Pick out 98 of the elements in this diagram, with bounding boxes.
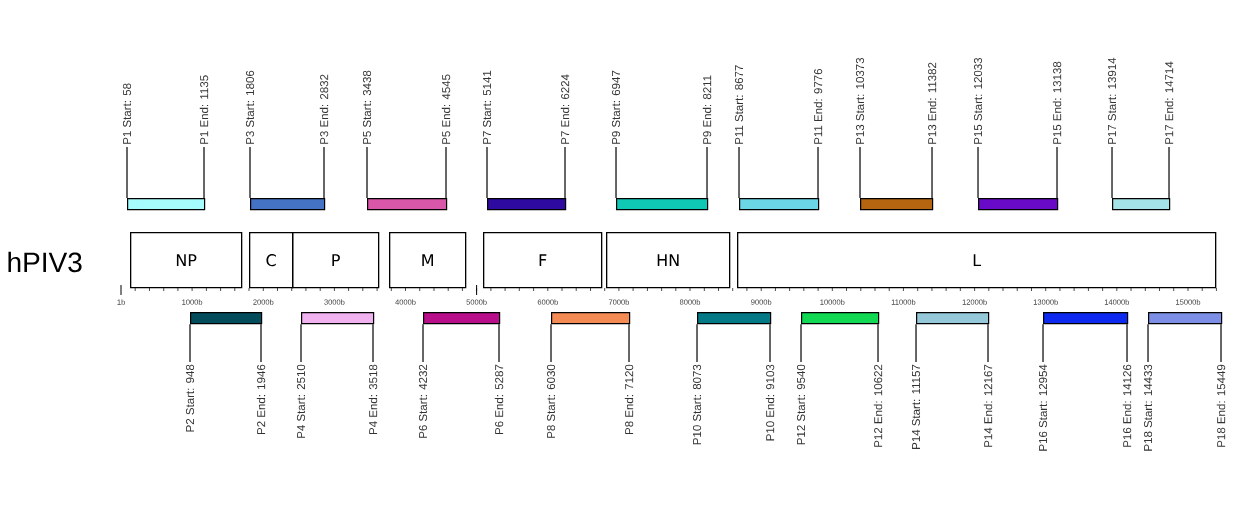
gene-box: M [389,232,467,289]
amplicon-bar [801,312,880,325]
position-label: P14 End: 12167 [983,364,993,447]
position-label: P8 Start: 6030 [546,364,556,438]
leader-line [1042,323,1044,363]
position-label: P13 End: 11382 [927,62,937,144]
amplicon-bar [551,312,631,325]
position-label: P18 Start: 14433 [1143,364,1153,451]
leader-line [445,146,447,199]
leader-line [1111,146,1113,199]
position-label: P6 Start: 4232 [418,364,428,438]
amplicon-bar [1112,198,1171,211]
amplicon-bar [697,312,772,325]
amplicon-bar [250,198,326,211]
leader-line [189,323,191,363]
leader-line [366,146,368,199]
amplicon-bar [1043,312,1129,325]
leader-line [738,146,740,199]
position-label: P8 End: 7120 [624,364,634,435]
leader-line [628,323,630,363]
position-label: P7 Start: 5141 [482,70,492,144]
leader-line [1056,146,1058,199]
leader-line [498,323,500,363]
gene-box: P [292,232,380,289]
position-label: P5 End: 4545 [441,74,451,144]
amplicon-bar [916,312,990,325]
position-label: P9 Start: 6947 [611,70,621,144]
amplicon-bar [301,312,375,325]
leader-line [564,146,566,199]
leader-line [859,146,861,199]
position-label: P4 End: 3518 [368,364,378,435]
leader-line [696,323,698,363]
position-label: P16 Start: 12954 [1038,364,1048,451]
position-label: P1 End: 1135 [199,75,209,144]
amplicon-bar [1148,312,1223,325]
position-label: P4 Start: 2510 [296,364,306,438]
position-label: P10 End: 9103 [765,364,775,441]
position-label: P12 Start: 9540 [796,364,806,445]
gene-box: C [249,232,294,289]
leader-line [977,146,979,199]
amplicon-bar [423,312,501,325]
position-label: P5 Start: 3438 [362,70,372,144]
position-label: P10 Start: 8073 [692,364,702,445]
leader-line [769,323,771,363]
position-label: P14 Start: 11157 [911,364,921,449]
position-label: P3 End: 2832 [319,74,329,144]
leader-line [1126,323,1128,363]
leader-line [706,146,708,199]
gene-box: F [483,232,603,289]
position-label: P2 Start: 948 [185,364,195,432]
position-label: P9 End: 8211 [702,75,712,144]
position-label: P11 Start: 8677 [734,65,744,144]
leader-line [550,323,552,363]
position-label: P15 Start: 12033 [973,57,983,144]
position-label: P13 Start: 10373 [855,57,865,144]
genome-name: hPIV3 [8,251,82,273]
amplicon-bar [860,198,934,211]
gene-box: HN [606,232,731,289]
leader-line [1168,146,1170,199]
leader-line [323,146,325,199]
leader-line [249,146,251,199]
position-label: P7 End: 6224 [560,74,570,144]
leader-line [987,323,989,363]
leader-line [931,146,933,199]
position-label: P12 End: 10622 [873,364,883,447]
position-label: P15 End: 13138 [1052,61,1062,144]
leader-line [203,146,205,199]
position-label: P3 Start: 1806 [245,70,255,144]
leader-line [372,323,374,363]
leader-line [877,323,879,363]
amplicon-bar [739,198,820,211]
position-label: P17 End: 14714 [1164,61,1174,144]
position-label: P16 End: 14126 [1122,364,1132,447]
leader-line [915,323,917,363]
gene-box: NP [130,232,243,289]
leader-line [615,146,617,199]
amplicon-bar [487,198,567,211]
amplicon-bar [978,198,1059,211]
leader-line [422,323,424,363]
amplicon-bar [367,198,448,211]
leader-line [800,323,802,363]
leader-line [486,146,488,199]
leader-line [817,146,819,199]
leader-line [260,323,262,363]
leader-line [1147,323,1149,363]
position-label: P11 End: 9776 [813,69,823,144]
amplicon-bar [190,312,263,325]
position-label: P17 Start: 13914 [1107,57,1117,144]
amplicon-bar [616,198,709,211]
position-label: P1 Start: 58 [122,83,132,144]
leader-line [1220,323,1222,363]
amplicon-bar [127,198,206,211]
leader-line [300,323,302,363]
position-label: P6 End: 5287 [494,364,504,435]
leader-line [126,146,128,199]
position-label: P18 End: 15449 [1216,364,1226,447]
position-label: P2 End: 1946 [256,364,266,435]
gene-box: L [737,232,1217,289]
